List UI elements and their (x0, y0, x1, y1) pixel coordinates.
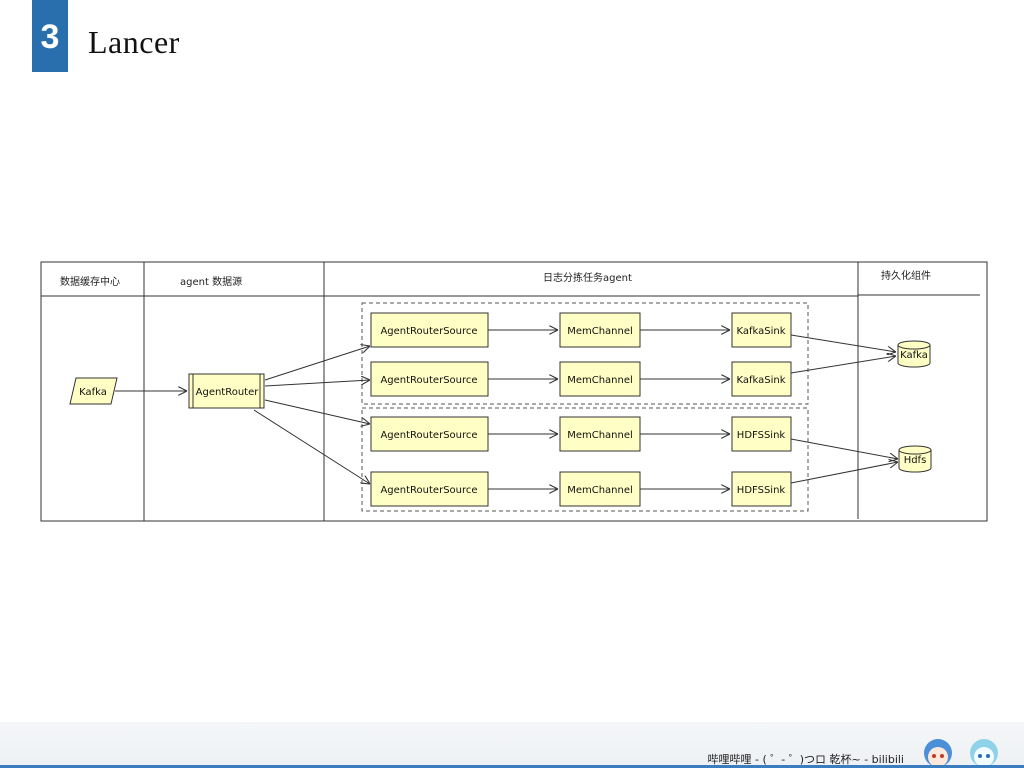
mem-channel-label-4: MemChannel (567, 485, 633, 496)
flow-arrows (115, 330, 898, 489)
mem-channel-node-2 (559, 361, 641, 397)
mem-channel-node-3 (559, 416, 641, 452)
hdfs-store-label: Hdfs (904, 455, 927, 466)
kafka-store-cylinder (897, 340, 931, 368)
mem-channel-node-1 (559, 312, 641, 348)
router-source-node-1 (370, 312, 489, 348)
hdfs-sink-group (361, 407, 809, 512)
kafka-sink-node-2 (731, 361, 792, 397)
lane-header-agent-source: agent 数据源 (180, 275, 242, 288)
router-source-node-3 (370, 416, 489, 452)
kafka-source-node (69, 377, 118, 405)
router-source-label-2: AgentRouterSource (380, 375, 477, 386)
footer-bar (0, 722, 1024, 768)
mem-channel-label-1: MemChannel (567, 326, 633, 337)
mem-channel-node-4 (559, 471, 641, 507)
arrow-router-to-source-4 (253, 409, 370, 484)
router-source-label-1: AgentRouterSource (380, 326, 477, 337)
hdfs-sink-label-1: HDFSSink (737, 430, 786, 441)
arrow-sink-4-to-hdfs (790, 462, 898, 484)
mem-channel-label-3: MemChannel (567, 430, 633, 441)
arrow-sink-1-to-kafka (790, 334, 896, 352)
router-source-label-3: AgentRouterSource (380, 430, 477, 441)
agent-router-label: AgentRouter (196, 387, 260, 398)
agent-router-node (188, 373, 265, 409)
router-source-label-4: AgentRouterSource (380, 485, 477, 496)
mem-channel-label-2: MemChannel (567, 375, 633, 386)
slide-number: 3 (40, 18, 60, 56)
lane-header-data-cache: 数据缓存中心 (60, 275, 120, 288)
mascot-22-icon (924, 739, 952, 767)
slide-title: Lancer (88, 24, 180, 60)
footer-accent-line (0, 765, 1024, 768)
kafka-sink-label-2: KafkaSink (736, 375, 785, 386)
kafka-source-label: Kafka (79, 387, 107, 398)
mascot-33-icon (970, 739, 998, 767)
hdfs-sink-node-2 (731, 471, 792, 507)
hdfs-sink-label-2: HDFSSink (737, 485, 786, 496)
slide-number-badge: 3 (32, 0, 68, 72)
lane-header-log-task: 日志分拣任务agent (543, 271, 632, 284)
arrow-sink-3-to-hdfs (790, 438, 898, 459)
kafka-store-label: Kafka (900, 350, 928, 361)
hdfs-store-cylinder (898, 445, 932, 473)
router-source-node-4 (370, 471, 489, 507)
arrow-router-to-source-3 (264, 399, 370, 424)
arrow-router-to-source-2 (264, 380, 370, 387)
swimlane-frame (40, 261, 988, 522)
kafka-sink-node-1 (731, 312, 792, 348)
arrow-router-to-source-1 (264, 346, 370, 381)
kafka-sink-group (361, 302, 809, 405)
lane-header-persistence: 持久化组件 (881, 269, 931, 282)
router-source-node-2 (370, 361, 489, 397)
arrow-sink-2-to-kafka (790, 356, 896, 374)
footer-watermark-text: 哔哩哔哩 - ( ゜- ゜)つロ 乾杯~ - bilibili (707, 753, 905, 766)
kafka-sink-label-1: KafkaSink (736, 326, 785, 337)
hdfs-sink-node-1 (731, 416, 792, 452)
